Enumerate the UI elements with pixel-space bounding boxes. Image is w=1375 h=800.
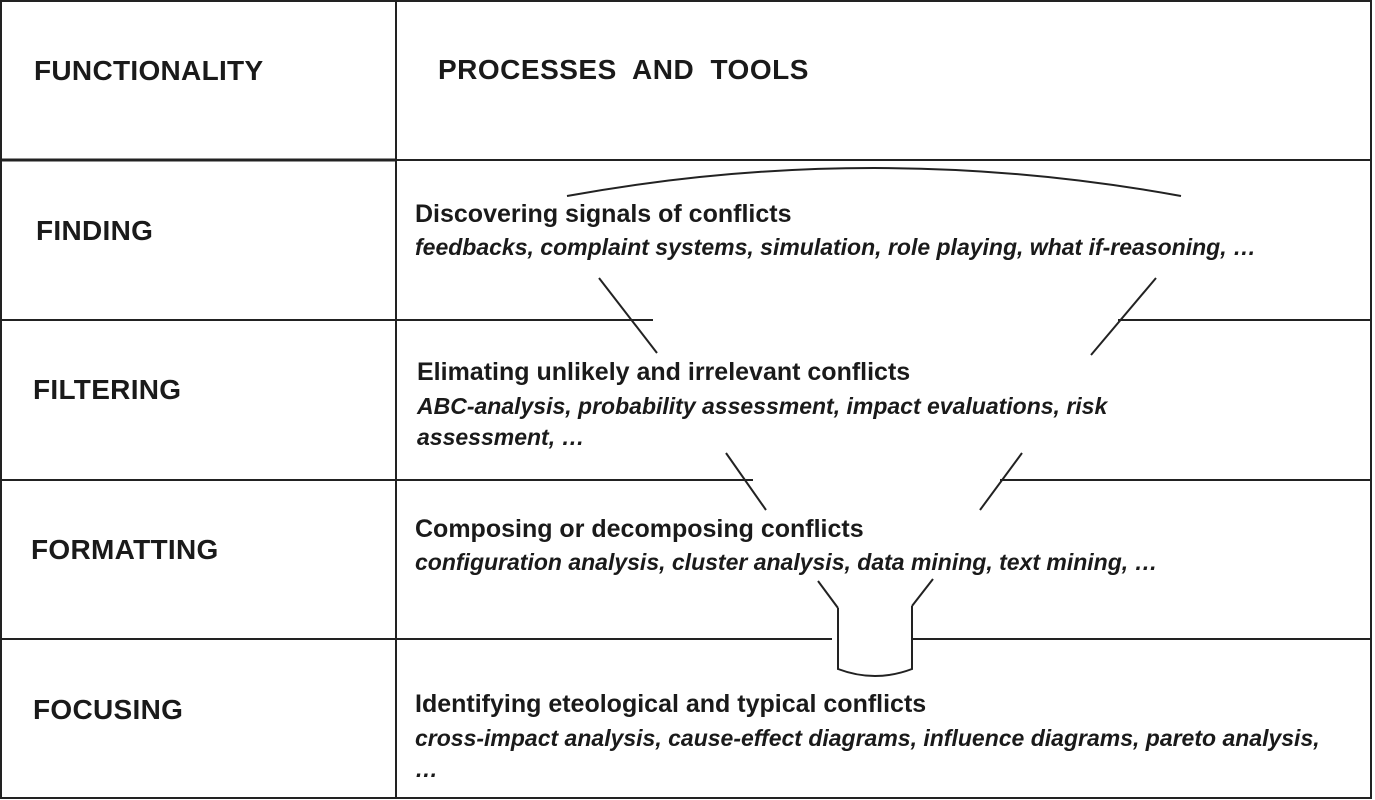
process-title-filtering: Elimating unlikely and irrelevant confli… bbox=[417, 358, 911, 386]
header-processes-and-tools: PROCESSES AND TOOLS bbox=[438, 54, 809, 85]
funnel-right-edge bbox=[911, 578, 934, 607]
process-tools-finding: feedbacks, complaint systems, simulation… bbox=[415, 234, 1256, 260]
process-title-focusing: Identifying eteological and typical conf… bbox=[415, 690, 927, 718]
funnel-top-rim bbox=[566, 167, 1182, 197]
functionality-focusing: FOCUSING bbox=[33, 694, 184, 725]
functionality-filtering: FILTERING bbox=[33, 374, 182, 405]
process-title-finding: Discovering signals of conflicts bbox=[415, 200, 792, 228]
process-title-formatting: Composing or decomposing conflicts bbox=[415, 515, 864, 543]
functionality-formatting: FORMATTING bbox=[31, 534, 219, 565]
funnel-left-edge bbox=[817, 580, 839, 609]
process-tools-focusing: cross-impact analysis, cause-effect diag… bbox=[415, 725, 1320, 782]
funnel-left-edge bbox=[725, 452, 767, 511]
funnel-right-edge bbox=[979, 452, 1023, 511]
functionality-finding: FINDING bbox=[36, 215, 154, 246]
funnel-spout bbox=[837, 606, 913, 677]
process-tools-formatting: configuration analysis, cluster analysis… bbox=[415, 549, 1158, 575]
header-functionality: FUNCTIONALITY bbox=[34, 55, 264, 86]
funnel-left-edge bbox=[598, 277, 658, 354]
process-tools-filtering: ABC-analysis, probability assessment, im… bbox=[417, 393, 1108, 450]
funnel-right-edge bbox=[1090, 277, 1157, 356]
